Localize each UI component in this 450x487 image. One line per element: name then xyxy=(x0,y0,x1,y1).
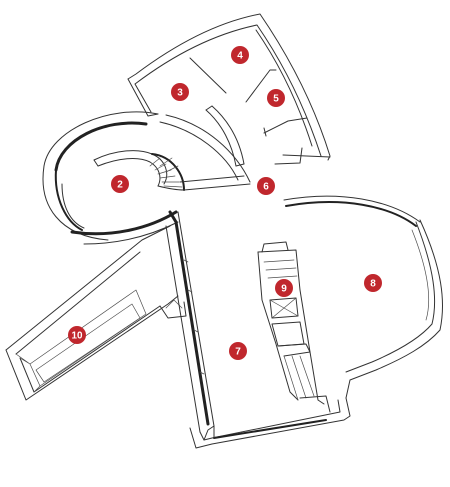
partition-45 xyxy=(245,69,277,103)
upper-wing-south-wall xyxy=(282,154,331,158)
south-wing-south-glazing xyxy=(213,419,327,439)
angled-wing-raised-floor xyxy=(29,289,147,387)
angled-wing-south-wall xyxy=(5,295,179,401)
stair-well-outer xyxy=(151,153,185,191)
room-marker-9: 9 xyxy=(275,279,293,297)
stair-landing-edge-inner xyxy=(179,175,245,183)
room-3-curved-wall-outer xyxy=(159,121,239,181)
south-wing-north-wall xyxy=(283,195,421,223)
partition-5 xyxy=(263,117,308,134)
room-marker-circle xyxy=(68,326,86,344)
stair-cap xyxy=(93,159,99,167)
stair-well-base xyxy=(157,185,185,191)
room-3-screen-cap-b xyxy=(235,163,245,167)
stair-treads xyxy=(149,157,183,188)
room-marker-circle xyxy=(231,46,249,64)
room-marker-label: 8 xyxy=(370,279,376,290)
angled-wing-corner-lines xyxy=(15,353,41,393)
room-marker-circle xyxy=(111,175,129,193)
room-marker-circle xyxy=(364,274,382,292)
south-wing-walls xyxy=(165,195,444,449)
room-marker-2: 2 xyxy=(111,175,129,193)
angled-wing-north-inner xyxy=(15,251,141,355)
round-wing-south-glazing xyxy=(70,210,178,236)
south-wing-east-outer xyxy=(345,219,444,399)
room-marker-4: 4 xyxy=(231,46,249,64)
upper-wing-walls xyxy=(127,13,331,183)
upper-wing-west-wall xyxy=(127,78,159,117)
room-marker-circle xyxy=(267,89,285,107)
room-marker-7: 7 xyxy=(229,342,247,360)
stair-inner-curve xyxy=(97,158,161,187)
angled-wing-inner-floor xyxy=(35,303,141,383)
core-east-wall xyxy=(257,249,325,405)
angled-wing-north-wall xyxy=(5,225,171,351)
core-south-return xyxy=(299,395,331,413)
upper-wing-south-return xyxy=(274,147,303,165)
south-wing-west-wall xyxy=(168,210,210,426)
south-wing-north-glazing xyxy=(285,201,417,227)
round-wing-north-glazing xyxy=(54,121,148,172)
angled-wing-walls xyxy=(5,225,187,401)
core-shaft-cross xyxy=(269,297,299,319)
south-wing-west-inner xyxy=(177,211,215,427)
room-marker-label: 5 xyxy=(273,94,279,105)
room-marker-label: 7 xyxy=(235,347,241,358)
south-wing-south-wall xyxy=(199,399,341,441)
core-room-lower xyxy=(277,343,311,357)
angled-wing-entry xyxy=(159,301,187,319)
upper-wing-inner-wall xyxy=(134,24,322,157)
round-wing-outer-wall xyxy=(42,111,159,241)
room-3-curved-screen-a xyxy=(205,109,237,167)
round-wing-west-glazing xyxy=(54,169,83,231)
stair-landing-edge xyxy=(183,183,251,191)
room-marker-8: 8 xyxy=(364,274,382,292)
room-marker-label: 6 xyxy=(263,182,269,193)
room-marker-circle xyxy=(171,83,189,101)
core-stair-head xyxy=(261,241,289,253)
room-3-curved-screen-b xyxy=(211,105,245,165)
upper-wing-outer-wall xyxy=(127,13,331,161)
south-wing-west-ticks xyxy=(183,259,205,375)
room-3-screen-cap-a xyxy=(205,105,213,111)
south-wing-west-outer xyxy=(165,225,201,433)
upper-wing-window-wall xyxy=(255,29,313,147)
south-wing-east-wall xyxy=(345,221,436,373)
room-marker-label: 2 xyxy=(117,180,123,191)
core-west-wall xyxy=(257,251,299,401)
room-marker-label: 9 xyxy=(281,284,287,295)
south-wing-east-window xyxy=(411,229,429,321)
room-3-curved-wall-inner xyxy=(165,114,251,183)
room-marker-3: 3 xyxy=(171,83,189,101)
south-wing-south-outer xyxy=(189,397,351,449)
room-marker-label: 3 xyxy=(177,88,183,99)
room-marker-10: 10 xyxy=(68,326,86,344)
room-marker-circle xyxy=(229,342,247,360)
partition-5-stub xyxy=(263,127,267,137)
core-corridor-lines xyxy=(283,355,315,401)
round-wing-west-inner xyxy=(61,183,85,229)
room-marker-circle xyxy=(257,177,275,195)
room-markers: 4 3 5 2 6 8 9 10 7 xyxy=(68,46,382,360)
room-marker-label: 4 xyxy=(237,51,243,62)
partition-4a xyxy=(189,57,227,94)
room-marker-6: 6 xyxy=(257,177,275,195)
room-marker-label: 10 xyxy=(72,331,83,342)
upper-wing-west-inner xyxy=(134,83,152,113)
south-wing-sw-corner xyxy=(203,425,215,441)
core-stair-treads xyxy=(263,259,298,279)
room-marker-circle xyxy=(275,279,293,297)
room-marker-5: 5 xyxy=(267,89,285,107)
